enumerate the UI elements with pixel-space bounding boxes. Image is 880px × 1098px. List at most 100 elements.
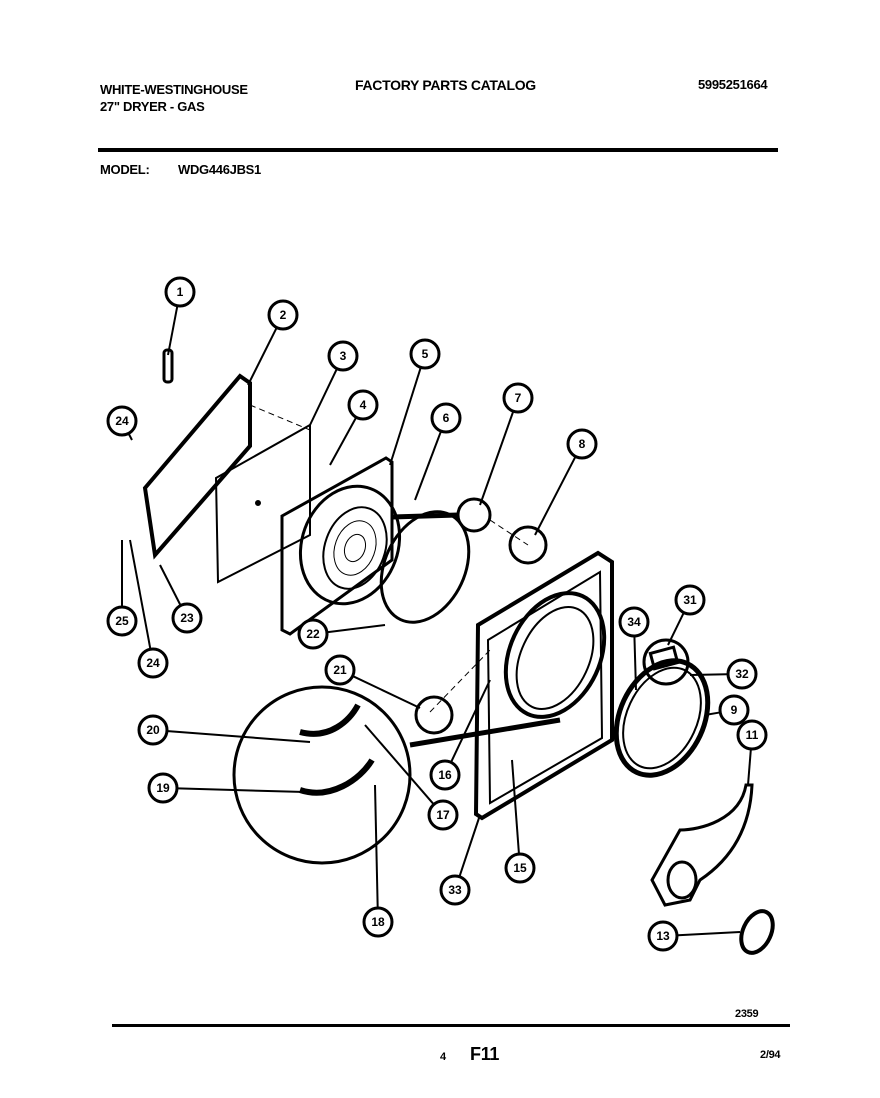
callout-number: 13 (656, 929, 670, 943)
callout-number: 24 (115, 414, 129, 428)
footer-divider (112, 1024, 790, 1027)
callout-7: 7 (479, 382, 534, 506)
callout-leader (458, 814, 481, 877)
callout-circle (147, 772, 179, 804)
callout-6: 6 (414, 402, 462, 501)
callout-number: 9 (731, 703, 738, 717)
catalog-number: 5995251664 (698, 77, 768, 92)
callout-leader (329, 417, 357, 466)
callout-leader (167, 306, 179, 356)
brand: WHITE-WESTINGHOUSE (100, 82, 248, 97)
callout-15: 15 (504, 759, 536, 884)
callout-circle (439, 874, 471, 906)
callout-leader (479, 411, 514, 506)
callout-9: 9 (704, 694, 750, 726)
callout-leader (747, 749, 752, 786)
callout-number: 19 (156, 781, 170, 795)
lint-duct (650, 783, 754, 907)
callout-circle (429, 759, 461, 791)
callout-leader (677, 931, 741, 937)
callout-number: 24 (146, 656, 160, 670)
front-panel (473, 550, 614, 821)
callout-leader (177, 787, 306, 793)
callout-17: 17 (364, 724, 459, 831)
callout-number: 20 (146, 723, 160, 737)
callout-24: 24 (106, 405, 138, 441)
callout-circle (647, 920, 679, 952)
callout-number: 17 (436, 808, 450, 822)
callout-number: 6 (443, 411, 450, 425)
callout-number: 33 (448, 883, 462, 897)
callout-number: 23 (180, 611, 194, 625)
callout-number: 31 (683, 593, 697, 607)
callout-33: 33 (439, 814, 481, 906)
callout-3: 3 (309, 340, 359, 426)
callout-number: 1 (177, 285, 184, 299)
callout-1: 1 (164, 276, 196, 356)
door-panel-outer (142, 373, 252, 560)
callout-leader (689, 673, 728, 676)
door-liner (280, 456, 394, 636)
callout-8: 8 (534, 428, 598, 536)
callout-23: 23 (159, 564, 203, 634)
callout-32: 32 (689, 658, 758, 690)
callout-number: 15 (513, 861, 527, 875)
door-inner-panel (214, 423, 311, 584)
callout-4: 4 (329, 389, 379, 466)
callout-number: 22 (306, 627, 320, 641)
callout-number: 2 (280, 308, 287, 322)
callout-number: 4 (360, 398, 367, 412)
callout-number: 32 (735, 667, 749, 681)
callout-number: 18 (371, 915, 385, 929)
callout-circle (362, 906, 394, 938)
callout-number: 3 (340, 349, 347, 363)
callout-circle (267, 299, 299, 331)
callout-leader (667, 613, 685, 646)
drawing-number: 2359 (735, 1008, 759, 1020)
callout-circle (106, 605, 138, 637)
callout-circle (164, 276, 196, 308)
callout-circle (618, 606, 650, 638)
model-value: WDG446JBS1 (178, 162, 261, 177)
date-code: 2/94 (760, 1049, 781, 1061)
callout-number: 8 (579, 437, 586, 451)
callout-circle (324, 654, 356, 686)
callout-leader (353, 675, 421, 709)
trim-ring (739, 909, 775, 955)
page-number: 4 (440, 1051, 446, 1063)
callout-leader (159, 564, 182, 606)
callout-number: 21 (333, 663, 347, 677)
callout-leader (633, 636, 637, 691)
callout-18: 18 (362, 784, 394, 938)
callout-leader (247, 327, 278, 386)
callout-leader (129, 539, 152, 649)
callout-leader (414, 431, 442, 501)
callout-leader (389, 368, 422, 466)
callout-circle (427, 799, 459, 831)
callout-leader (534, 456, 577, 536)
callout-circle (106, 405, 138, 437)
callout-circle (504, 852, 536, 884)
detail-circle (232, 685, 412, 865)
callout-number: 7 (515, 391, 522, 405)
callout-11: 11 (736, 719, 768, 786)
callout-21: 21 (324, 654, 421, 709)
callout-22: 22 (297, 618, 386, 650)
callout-leader (167, 730, 311, 743)
callout-number: 16 (438, 768, 452, 782)
section-code: F11 (470, 1044, 500, 1064)
callout-number: 11 (746, 728, 759, 742)
callout-34: 34 (618, 606, 650, 691)
catalog-title: FACTORY PARTS CATALOG (355, 77, 536, 93)
callout-circle (137, 714, 169, 746)
callout-5: 5 (389, 338, 441, 466)
callout-16: 16 (429, 679, 491, 791)
callout-number: 5 (422, 347, 429, 361)
callout-leader (374, 784, 379, 908)
callout-circle (409, 338, 441, 370)
model-label: MODEL: (100, 162, 150, 177)
callout-13: 13 (647, 920, 741, 952)
callout-2: 2 (247, 299, 299, 386)
callout-circle (718, 694, 750, 726)
